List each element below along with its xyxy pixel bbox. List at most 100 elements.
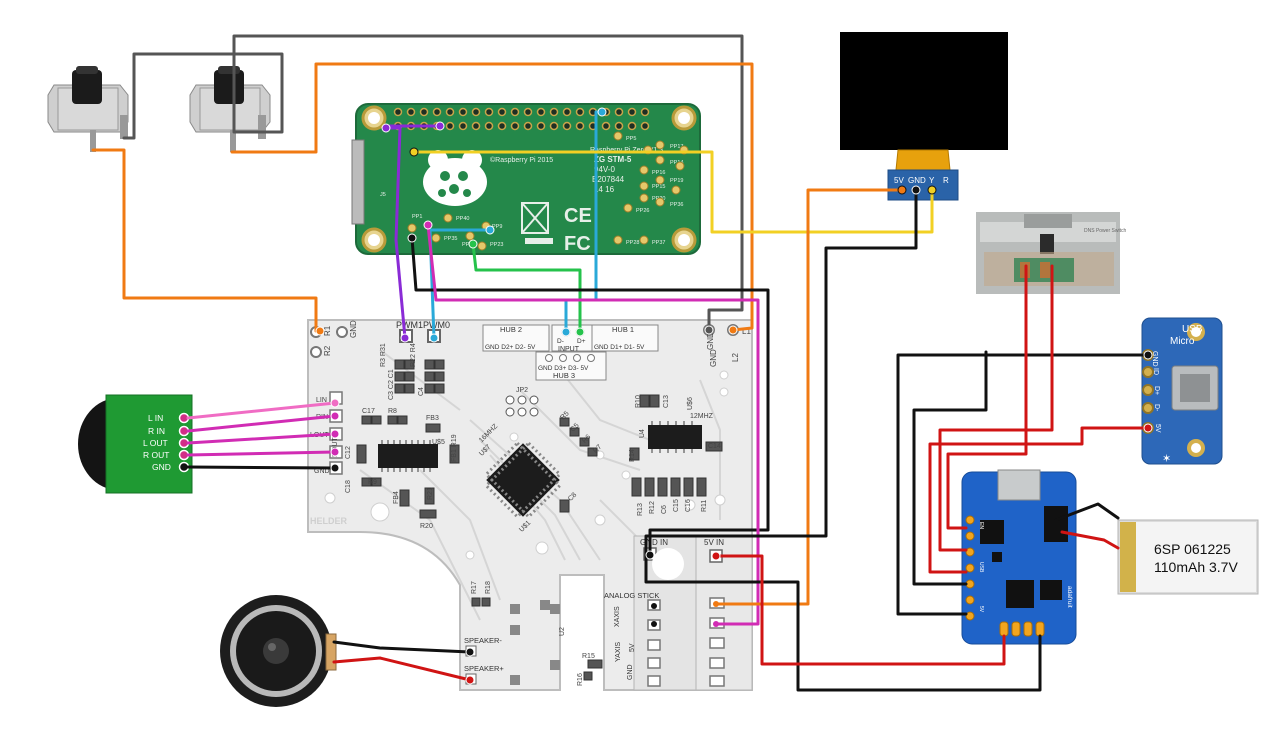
wire-display-video [412, 150, 934, 234]
pad-pp28: PP28 [626, 240, 639, 246]
gpio-pin [549, 107, 559, 117]
wire-speaker-pos [332, 656, 472, 682]
wire-display-gnd [644, 188, 1042, 692]
pad-l2: L2 [731, 353, 740, 362]
svg-text:C6: C6 [661, 505, 668, 514]
audio-pin-gnd: GND [152, 462, 171, 472]
pi-label-zg: ZG STM-5 [594, 155, 632, 164]
display-pin-r: R [943, 176, 949, 185]
gpio-pin [497, 107, 507, 117]
display-pin-5v: 5V [894, 176, 904, 185]
svg-text:R17: R17 [471, 581, 478, 594]
wire-pwm1 [384, 126, 407, 340]
gnd-stick-label: GND [627, 664, 634, 680]
wire-endpoints [315, 107, 1153, 685]
hub-audio-gnd: GND [314, 468, 330, 475]
wire-audio-lout [186, 432, 337, 445]
gpio-pin [432, 107, 442, 117]
pad-label-gnd-left: GND [349, 320, 358, 338]
gpio-pin [562, 121, 572, 131]
gpio-pin [510, 107, 520, 117]
wire-switch-1 [946, 264, 1028, 530]
gpio-pin [614, 121, 624, 131]
usb-pin-gnd: GND [1151, 351, 1158, 367]
gpio-pin [601, 121, 611, 131]
wire-audio-rout [186, 450, 337, 457]
pad-gnd-1: GND [706, 332, 715, 350]
audio-pin-lout: L OUT [143, 438, 168, 448]
svg-text:FB1 R19: FB1 R19 [451, 434, 458, 462]
pad-pp17: PP17 [670, 144, 683, 150]
hub1-title: HUB 1 [612, 325, 634, 334]
gpio-pin [458, 107, 468, 117]
powerboost-brand: adafruit [1066, 586, 1073, 608]
pad-pp37: PP37 [652, 240, 665, 246]
yaxis-label: YAXIS [615, 642, 622, 662]
tactile-button-left [47, 66, 129, 152]
svg-text:12MHZ: 12MHZ [690, 413, 714, 420]
powerboost-pin-usb: USB [978, 562, 984, 573]
hub2-pins: GND D2+ D2- 5V [485, 344, 536, 351]
wire-speaker-neg [332, 640, 472, 654]
svg-text:C17: C17 [362, 408, 375, 415]
wire-usb-gnd [896, 353, 1150, 616]
pad-pp23: PP23 [490, 242, 503, 248]
wire-dplus [471, 242, 582, 334]
hub3-title: HUB 3 [553, 371, 575, 380]
hub3-pins: GND D3+ D3- 5V [538, 365, 589, 372]
gpio-pin [445, 107, 455, 117]
input-title: INPUT [558, 346, 580, 353]
svg-text:R12: R12 [649, 501, 656, 514]
gpio-pin [484, 121, 494, 131]
svg-text:FB3: FB3 [426, 415, 439, 422]
pwm0-label: PWM0 [423, 320, 450, 330]
display-pin-y: Y [929, 176, 935, 185]
svg-text:R22 R4: R22 R4 [410, 343, 417, 367]
gpio-pin [510, 121, 520, 131]
svg-text:C3 C2 C1: C3 C2 C1 [388, 369, 395, 400]
pad-pp35: PP35 [444, 236, 457, 242]
display-pin-gnd: GND [908, 176, 926, 185]
svg-text:R13: R13 [637, 503, 644, 516]
svg-text:C18: C18 [345, 480, 352, 493]
wire-pi-to-stick [426, 223, 760, 626]
svg-text:R14: R14 [629, 449, 636, 462]
pad-pp5: PP5 [626, 136, 636, 142]
svg-text:U4: U4 [639, 429, 646, 438]
xaxis-label: XAXIS [614, 606, 621, 627]
gpio-pin [393, 107, 403, 117]
wire-audio-lin [186, 401, 337, 420]
usb-pin-dplus: D+ [1153, 386, 1160, 395]
battery-line1: 6SP 061225 [1154, 541, 1231, 557]
hub-audio-lin: LIN [316, 397, 327, 404]
input-dplus: D+ [577, 338, 586, 345]
powerboost-board: PowerBoost 1000C adafruit USB 5V EN [961, 469, 1101, 645]
pad-pp15: PP15 [652, 184, 665, 190]
svg-text:C15: C15 [673, 499, 680, 512]
svg-text:U2: U2 [559, 627, 566, 636]
usb-title-micro: Micro [1170, 336, 1195, 347]
adafruit-star-icon: ✶ [1162, 453, 1171, 465]
pad-pp19: PP19 [670, 178, 683, 184]
speaker [220, 595, 337, 707]
gpio-pin [536, 107, 546, 117]
pad-pp36: PP36 [670, 202, 683, 208]
svg-text:R16: R16 [577, 673, 584, 686]
pwm1-label: PWM1 [396, 320, 423, 330]
svg-text:R20: R20 [420, 523, 433, 530]
wire-switch-2 [938, 264, 1054, 552]
gpio-pin [458, 121, 468, 131]
svg-text:R5: R5 [559, 410, 570, 421]
lcd-display: 5V GND Y R [840, 32, 1008, 201]
wire-usb-5v [928, 426, 1150, 574]
pi-label-copyright: ©Raspberry Pi 2015 [490, 156, 553, 164]
wire-button1-to-r1 [91, 148, 318, 333]
svg-text:C13: C13 [663, 395, 670, 408]
pi-mark-fc: FC [564, 233, 591, 255]
pad-j5: J5 [380, 192, 386, 198]
usb-pin-5v: 5V [1154, 424, 1161, 433]
gpio-pin [575, 107, 585, 117]
gpio-pin [484, 107, 494, 117]
gpio-pin [640, 107, 650, 117]
